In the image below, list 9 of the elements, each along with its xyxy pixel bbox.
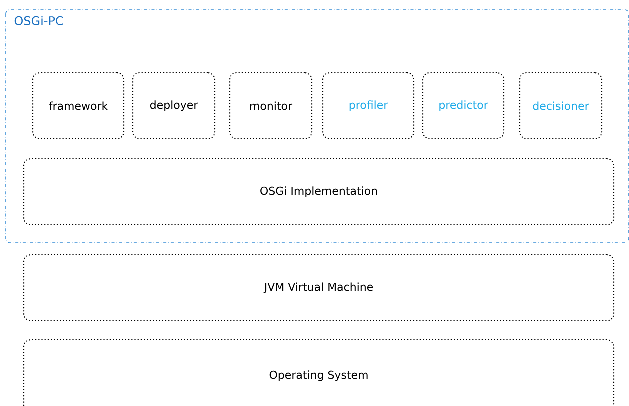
layer-box: decisioner <box>519 72 603 140</box>
layer-box: profiler <box>322 72 415 140</box>
layer-box: monitor <box>229 72 313 140</box>
layer-box: predictor <box>422 72 505 140</box>
layer-box: Operating System <box>23 339 615 406</box>
layer-box: JVM Virtual Machine <box>23 254 615 322</box>
layer-box: framework <box>32 72 125 140</box>
layer-box: deployer <box>132 72 216 140</box>
layer-box: OSGi Implementation <box>23 158 615 226</box>
